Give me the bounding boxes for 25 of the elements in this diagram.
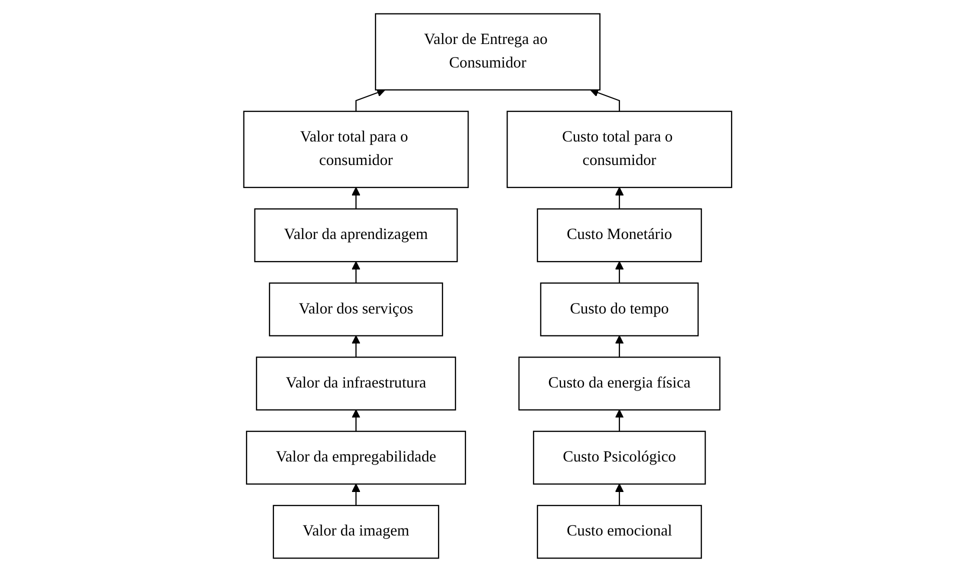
node-box: Valor da empregabilidade [246, 430, 466, 485]
node-box: Valor da aprendizagem [254, 208, 458, 262]
arrow [352, 410, 361, 432]
node-box: Valor dos serviços [269, 282, 444, 336]
arrow [352, 484, 361, 506]
node-box: Custo da energia física [518, 356, 721, 410]
node-box: Valor da imagem [273, 504, 440, 559]
arrow [615, 484, 624, 506]
arrow [352, 187, 361, 209]
node-box: Custo Monetário [537, 208, 702, 262]
arrow [615, 335, 624, 358]
node-box: Valor total para o consumidor [244, 110, 470, 188]
node-box: Valor da infraestrutura [256, 356, 456, 410]
node-box: Custo total para o consumidor [506, 110, 732, 188]
node-box: Custo emocional [537, 504, 702, 559]
arrow [615, 187, 624, 209]
arrow [615, 261, 624, 284]
node-box: Custo Psicológico [533, 430, 706, 485]
arrow [356, 88, 386, 112]
arrow [590, 88, 620, 112]
arrow [352, 261, 361, 284]
arrow [352, 335, 361, 358]
arrow [615, 410, 624, 432]
node-box: Valor de Entrega ao Consumidor [375, 13, 601, 90]
node-box: Custo do tempo [540, 282, 699, 336]
